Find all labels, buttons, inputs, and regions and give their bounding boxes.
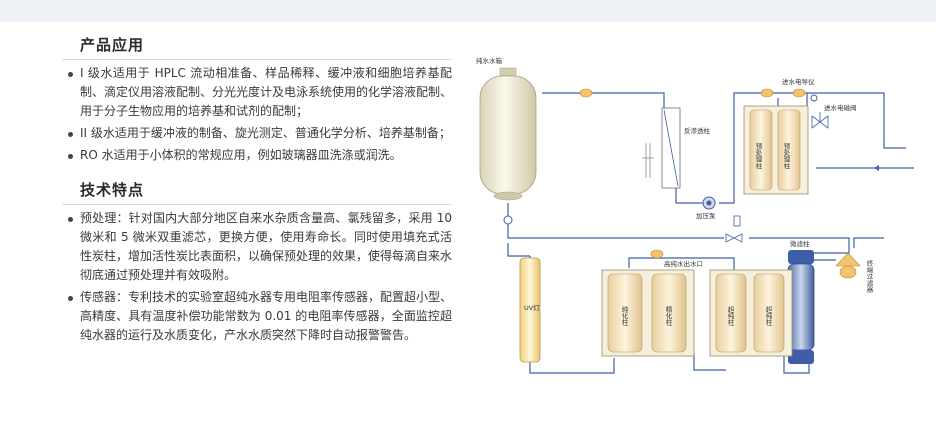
- purification-columns: 高纯水出水口 纯化柱 精化柱: [601, 259, 703, 357]
- inlet-valve-label: 进水电磁阀: [824, 103, 857, 112]
- section-title-applications: 产品应用: [62, 30, 452, 60]
- list-item: RO 水适用于小体积的常规应用，例如玻璃器皿洗涤或润洗。: [62, 146, 452, 165]
- bullet-icon: [68, 72, 73, 77]
- list-item: 传感器：专利技术的实验室超纯水器专用电阻率传感器，配置超小型、高精度、具有温度补…: [62, 288, 452, 345]
- tank-label: 纯水水箱: [476, 56, 503, 65]
- pipe: [507, 203, 724, 239]
- pipes: [507, 92, 906, 374]
- ultra1-label: 超纯柱: [726, 305, 734, 327]
- water-system-diagram: 纯水水箱 反渗透柱: [464, 48, 924, 418]
- uv-label: UV灯: [524, 303, 540, 312]
- ro-membrane: 反渗透柱: [661, 107, 711, 189]
- terminal-label: 终端过滤器: [865, 259, 873, 294]
- pretreatment-columns: 预处理柱 预处理柱: [743, 105, 809, 195]
- inlet-arrow-icon: [874, 165, 914, 171]
- pipe: [693, 353, 726, 371]
- applications-list: I 级水适用于 HPLC 流动相准备、样品稀释、缓冲液和细胞培养基配制、滴定仪用…: [62, 64, 452, 165]
- pump-label: 加压泵: [696, 211, 716, 220]
- booster-pump: 加压泵: [696, 196, 716, 220]
- ultra2-label: 超纯柱: [764, 305, 772, 327]
- ro-label: 反渗透柱: [684, 126, 711, 135]
- pipe: [719, 92, 906, 204]
- outlet-label: 高纯水出水口: [664, 259, 703, 268]
- content-column: 产品应用 I 级水适用于 HPLC 流动相准备、样品稀释、缓冲液和细胞培养基配制…: [62, 30, 452, 347]
- inlet-meter-label: 进水电导仪: [782, 77, 815, 86]
- pipe: [529, 358, 615, 374]
- ultrapure-columns: 超纯柱 超纯柱: [709, 269, 793, 357]
- inlet-meter: 进水电导仪: [782, 77, 818, 102]
- pipe: [628, 257, 735, 278]
- bullet-icon: [68, 154, 73, 159]
- purify2-label: 精化柱: [664, 305, 672, 327]
- pipe: [542, 92, 665, 108]
- micro-label: 微滤柱: [790, 239, 810, 248]
- flow-diagram-svg: 纯水水箱 反渗透柱: [476, 56, 914, 374]
- purify1-label: 纯化柱: [620, 305, 628, 327]
- list-item: 预处理：针对国内大部分地区自来水杂质含量高、氯残留多，采用 10 微米和 5 微…: [62, 209, 452, 285]
- pre2-label: 预处理柱: [782, 142, 790, 171]
- pipe: [675, 188, 704, 204]
- features-list: 预处理：针对国内大部分地区自来水杂质含量高、氯残留多，采用 10 微米和 5 微…: [62, 209, 452, 345]
- terminal-filter: 终端过滤器: [835, 252, 873, 294]
- uv-lamp: UV灯: [519, 257, 541, 363]
- bullet-icon: [68, 217, 73, 222]
- top-band: [0, 0, 936, 22]
- pre1-label: 预处理柱: [754, 142, 762, 171]
- list-item: I 级水适用于 HPLC 流动相准备、样品稀释、缓冲液和细胞培养基配制、滴定仪用…: [62, 64, 452, 121]
- pipe: [749, 237, 850, 254]
- section-title-features: 技术特点: [62, 175, 452, 205]
- pipe: [853, 237, 884, 248]
- list-item: II 级水适用于缓冲液的制备、旋光测定、普通化学分析、培养基制备；: [62, 124, 452, 143]
- check-valve: [725, 215, 743, 243]
- pipe: [507, 243, 530, 257]
- pure-water-tank: 纯水水箱: [476, 56, 537, 225]
- bullet-icon: [68, 132, 73, 137]
- microfilter: 微滤柱: [787, 239, 815, 364]
- bullet-icon: [68, 296, 73, 301]
- sediment-filter: [642, 143, 654, 178]
- inlet-valve: 进水电磁阀: [811, 103, 857, 129]
